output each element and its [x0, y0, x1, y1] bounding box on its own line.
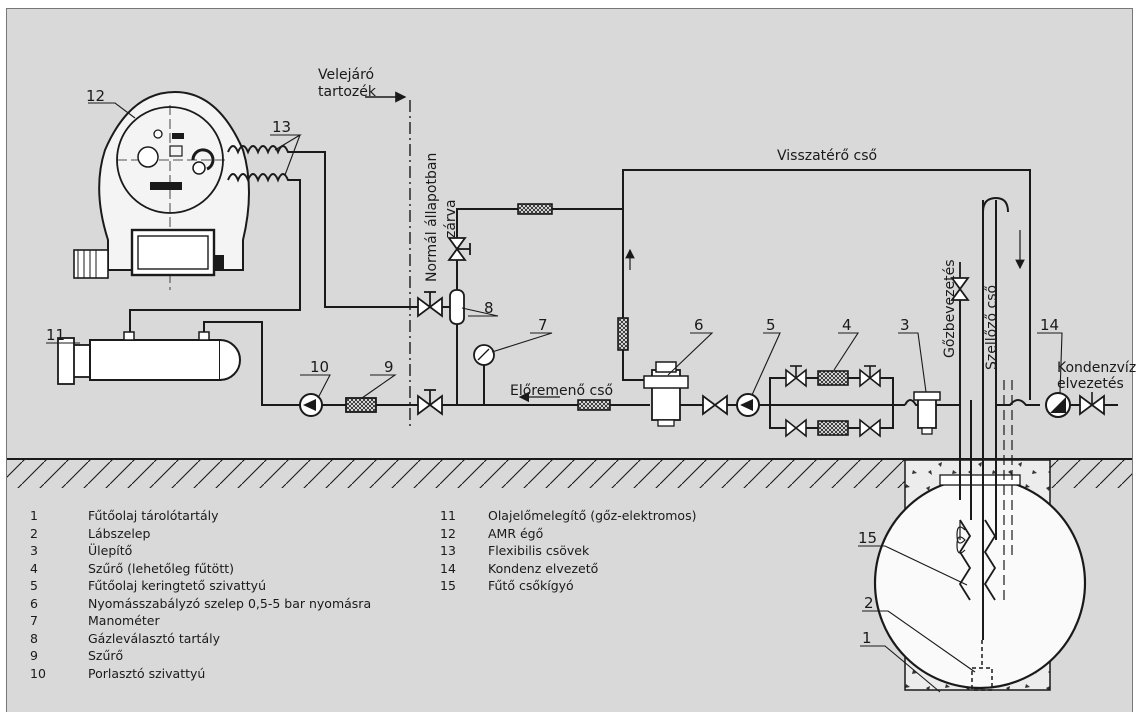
- flexible-hoses: [129, 145, 420, 335]
- steam-inlet-label: Gőzbevezetés: [942, 259, 958, 358]
- flow-pipe-label: Előremenő cső: [510, 383, 613, 399]
- callout-3: 3: [900, 316, 910, 334]
- accessory-label-2: tartozék: [318, 84, 377, 100]
- callout-7: 7: [538, 316, 548, 334]
- accessory-label-1: Velejáró: [318, 67, 374, 83]
- callout-leaders: [46, 102, 1063, 693]
- return-pipe-label: Visszatérő cső: [777, 148, 877, 164]
- callout-10: 10: [310, 358, 329, 376]
- condensate-label-2: elvezetés: [1057, 376, 1124, 392]
- callout-13: 13: [272, 118, 291, 136]
- condensate-label-1: Kondenzvíz: [1057, 360, 1136, 376]
- normally-closed-label-1: Normál állapotban: [424, 153, 440, 282]
- callout-14: 14: [1040, 316, 1059, 334]
- burner-unit: [73, 90, 250, 290]
- vent-pipe-label: Szellőző cső: [984, 285, 1000, 370]
- callout-11: 11: [46, 326, 65, 344]
- filter-9: [345, 397, 377, 413]
- callout-8: 8: [484, 299, 494, 317]
- filter-bank: [769, 365, 894, 438]
- callout-9: 9: [384, 358, 394, 376]
- callout-2: 2: [864, 594, 874, 612]
- callout-12: 12: [86, 87, 105, 105]
- tank-pipes: [956, 200, 1013, 691]
- callout-5: 5: [766, 316, 776, 334]
- callout-1: 1: [862, 629, 872, 647]
- callout-15: 15: [858, 529, 877, 547]
- callout-6: 6: [694, 316, 704, 334]
- manometer: [473, 344, 495, 366]
- normally-closed-label-2: zárva: [443, 199, 459, 238]
- oil-preheater: [57, 321, 300, 406]
- callout-4: 4: [842, 316, 852, 334]
- pressure-regulator: [643, 361, 689, 427]
